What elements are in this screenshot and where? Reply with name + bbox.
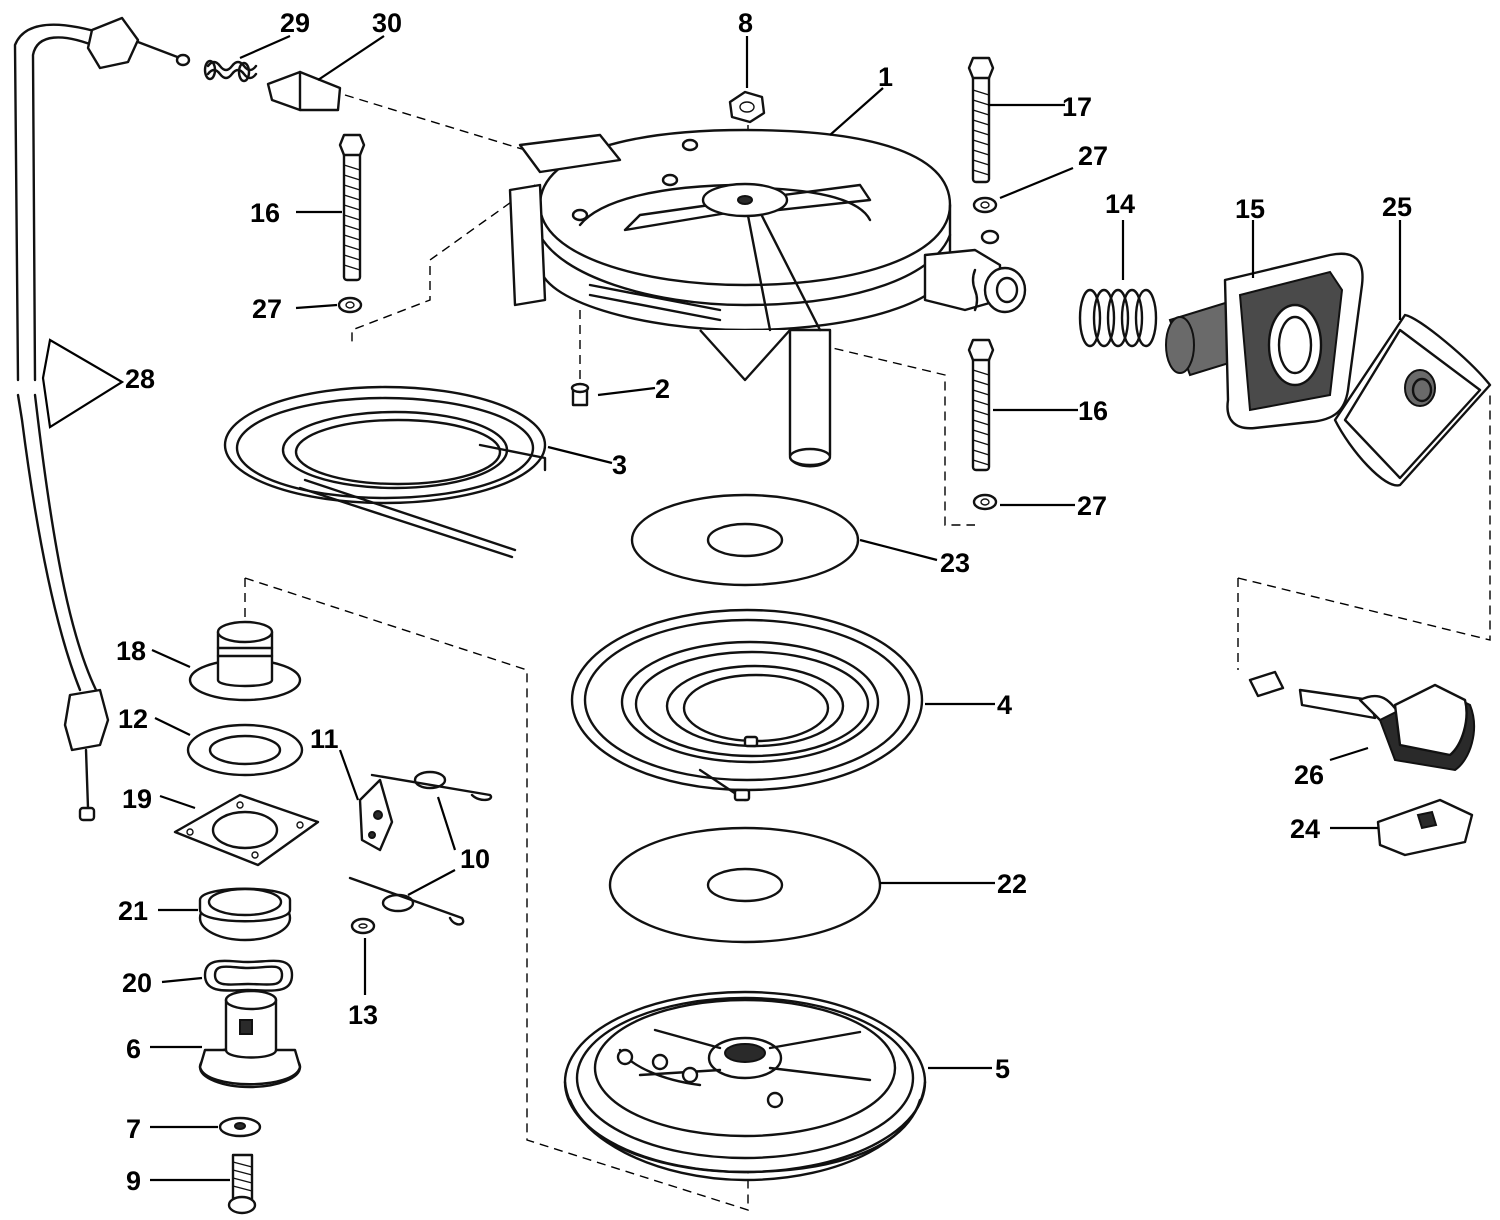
spool-cap [188, 620, 302, 702]
washer-7 [218, 1116, 262, 1138]
handle-retainer [1376, 798, 1474, 857]
drive-hub [198, 989, 302, 1089]
cover-plate [1333, 313, 1492, 487]
callout-30: 30 [372, 8, 402, 38]
callout-19: 19 [122, 784, 152, 814]
screw-9 [227, 1153, 257, 1215]
gasket-plate [173, 793, 320, 867]
rope-pulley [563, 990, 927, 1182]
hex-nut [728, 90, 766, 124]
callout-11: 11 [310, 724, 339, 754]
callout-7: 7 [126, 1114, 141, 1144]
callout-10: 10 [460, 844, 490, 874]
callout-12: 12 [118, 704, 148, 734]
callout-29: 29 [280, 8, 310, 38]
callout-22: 22 [997, 869, 1027, 899]
callout-17: 17 [1062, 92, 1092, 122]
handle-spring [1078, 288, 1158, 348]
callout-labels: 1 2 3 4 5 6 7 8 9 10 11 12 13 14 15 16 1… [116, 8, 1412, 1196]
callout-27-bottom-right: 27 [1077, 491, 1107, 521]
callout-27-top-right: 27 [1078, 141, 1108, 171]
rope-guide [1165, 252, 1364, 430]
callout-2: 2 [655, 374, 670, 404]
callout-15: 15 [1235, 194, 1265, 224]
bolt-16-left [337, 133, 366, 314]
small-pin [570, 382, 590, 407]
callout-25: 25 [1382, 192, 1412, 222]
starter-housing [508, 128, 1027, 468]
dashed-guide-lines [244, 94, 1491, 1211]
recoil-spring [570, 608, 924, 802]
washer-12 [186, 723, 304, 777]
callout-23: 23 [940, 548, 970, 578]
callout-5: 5 [995, 1054, 1010, 1084]
callout-16-right: 16 [1078, 396, 1108, 426]
callout-28: 28 [125, 364, 155, 394]
callout-20: 20 [122, 968, 152, 998]
callout-13: 13 [348, 1000, 378, 1030]
plunger [266, 70, 342, 112]
callout-14: 14 [1105, 189, 1135, 219]
callout-8: 8 [738, 8, 753, 38]
small-spring [203, 59, 258, 83]
callout-24: 24 [1290, 814, 1320, 844]
bolt-16-right [967, 338, 998, 511]
callout-27-left: 27 [252, 294, 282, 324]
callout-4: 4 [997, 690, 1012, 720]
callout-18: 18 [116, 636, 146, 666]
disc-23 [630, 493, 860, 587]
starter-rope [223, 385, 547, 559]
callout-16-top: 16 [250, 198, 280, 228]
bolt-17 [967, 56, 998, 214]
leader-lines [41, 34, 1402, 1182]
pawl [358, 778, 394, 852]
callout-9: 9 [126, 1166, 141, 1196]
ring-21 [198, 887, 292, 942]
starter-handle [1248, 670, 1475, 772]
disc-22 [608, 826, 882, 944]
callout-6: 6 [126, 1034, 141, 1064]
seal-20 [203, 959, 294, 992]
callout-21: 21 [118, 896, 148, 926]
callout-3: 3 [612, 450, 627, 480]
callout-1: 1 [878, 62, 893, 92]
choke-cable [13, 16, 191, 822]
pawl-links [348, 770, 493, 926]
small-washer-13 [350, 917, 376, 935]
callout-26: 26 [1294, 760, 1324, 790]
